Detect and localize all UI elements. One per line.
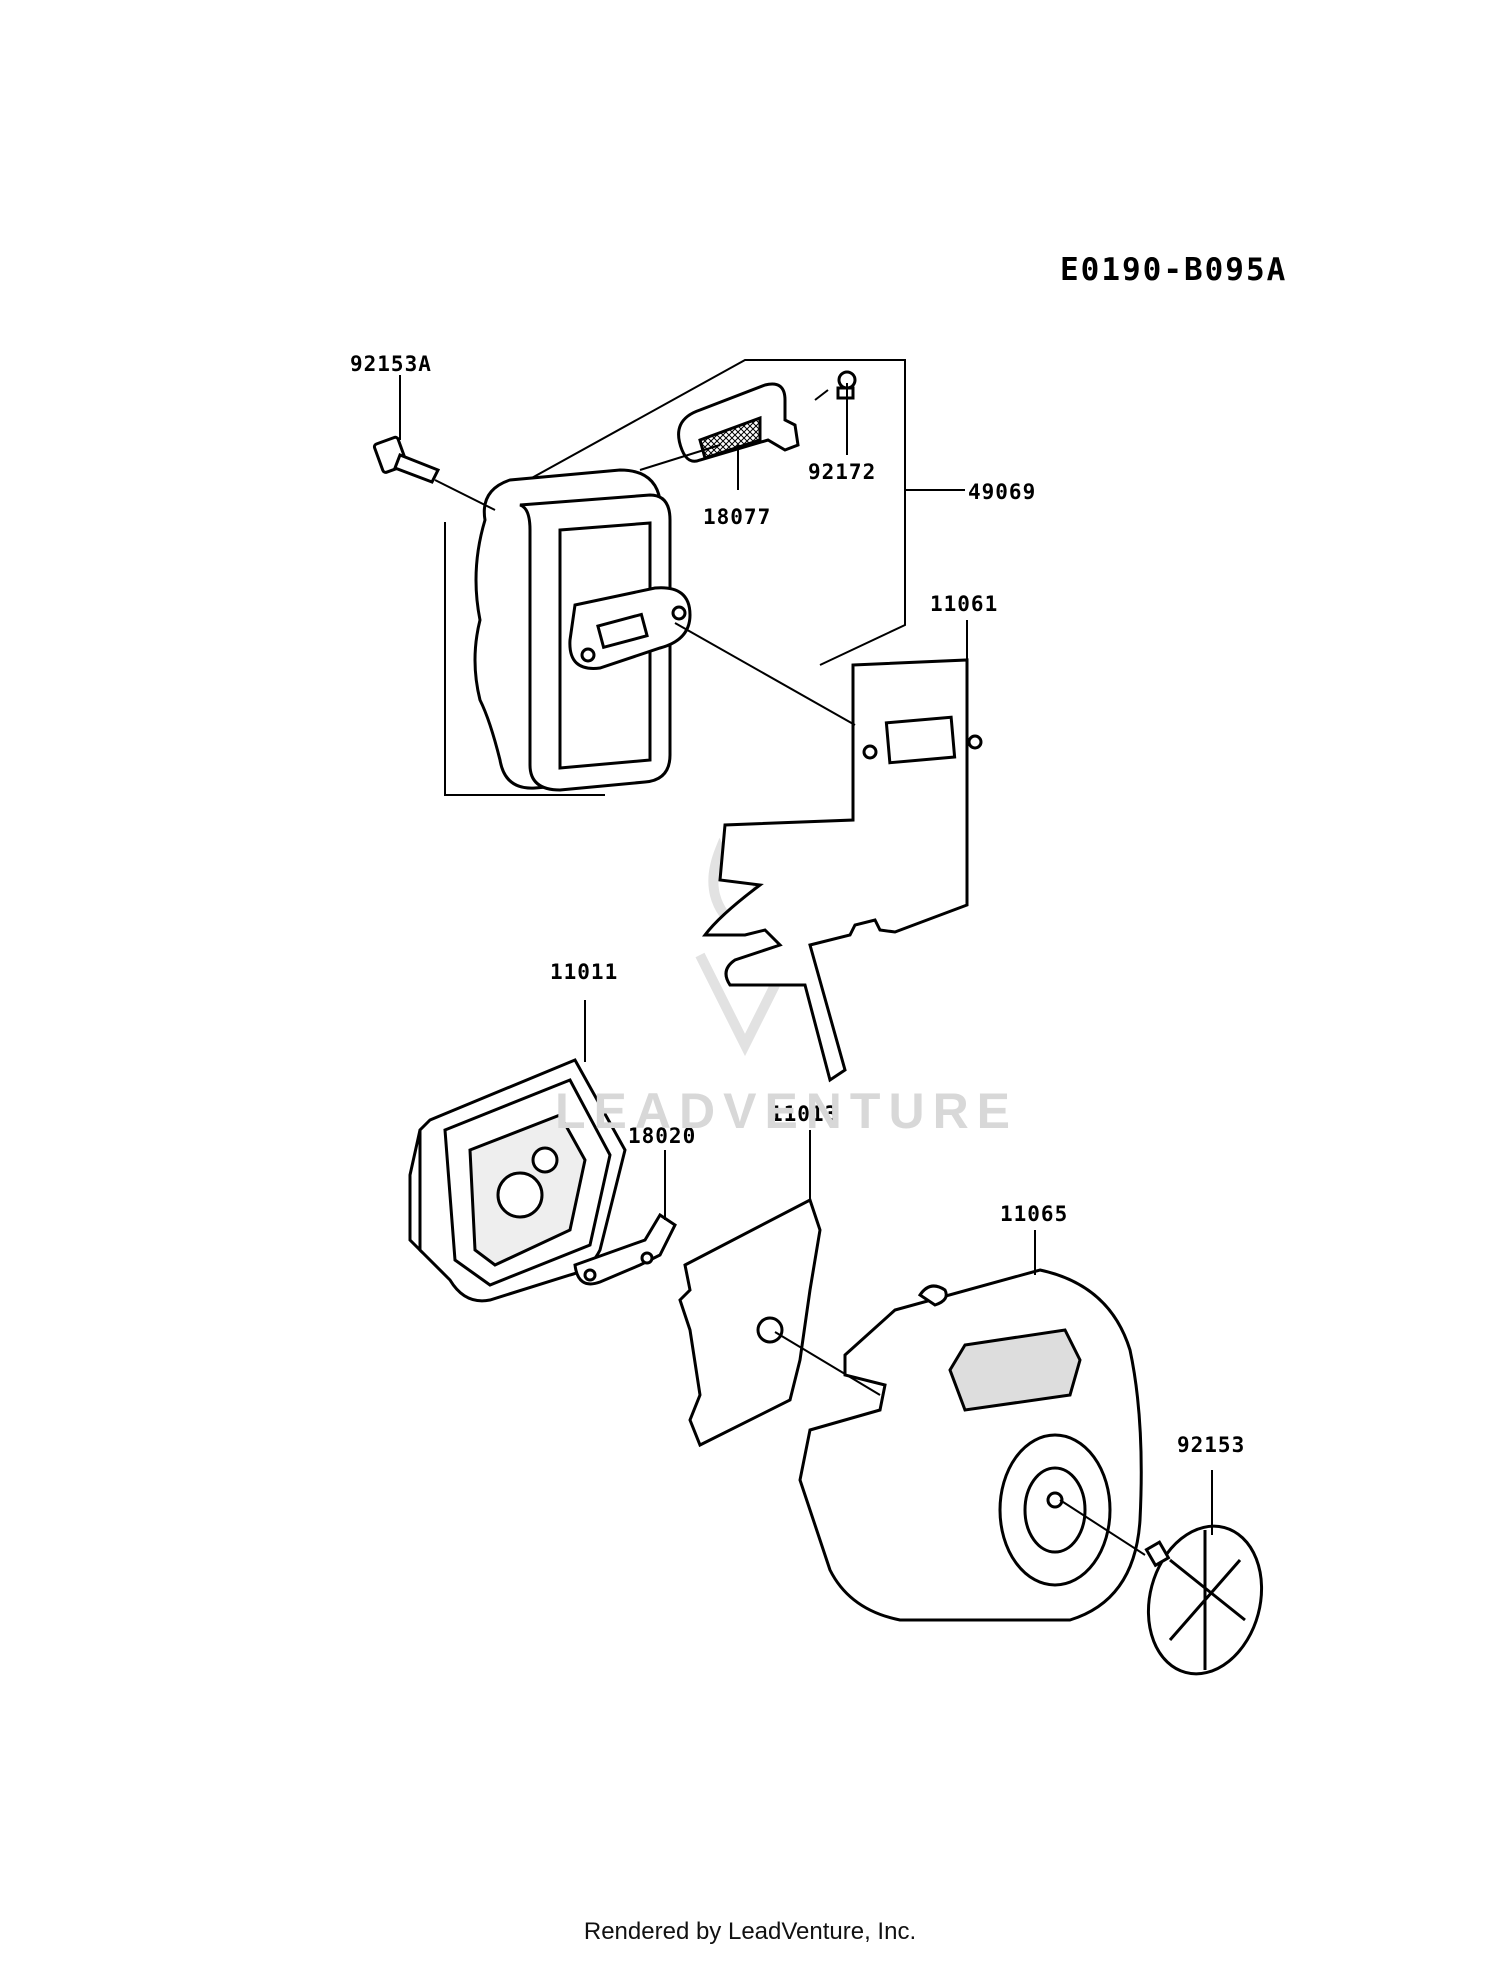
cylinder-cover[interactable] bbox=[701, 658, 983, 1083]
bolt-92153A[interactable] bbox=[372, 435, 441, 484]
part-label-92153A[interactable]: 92153A bbox=[350, 352, 432, 376]
part-label-18077[interactable]: 18077 bbox=[703, 505, 772, 529]
knob-92153[interactable] bbox=[1132, 1513, 1277, 1686]
diagram-code: E0190-B095A bbox=[1060, 252, 1288, 288]
air-cleaner-cover[interactable] bbox=[798, 1268, 1143, 1622]
leader-lines bbox=[399, 375, 1213, 1556]
air-cleaner-base[interactable] bbox=[408, 1058, 627, 1303]
air-filter-element[interactable] bbox=[678, 1197, 822, 1448]
screw-92172[interactable] bbox=[836, 370, 857, 400]
muffler[interactable] bbox=[473, 468, 692, 792]
muffler-assembly-bracket bbox=[444, 359, 965, 796]
part-label-92172[interactable]: 92172 bbox=[808, 460, 877, 484]
part-label-49069[interactable]: 49069 bbox=[968, 480, 1037, 504]
part-label-18020[interactable]: 18020 bbox=[628, 1124, 697, 1148]
part-label-11061[interactable]: 11061 bbox=[930, 592, 999, 616]
bracket-18020[interactable] bbox=[573, 1212, 677, 1286]
watermark-text: LEADVENTURE bbox=[555, 1083, 1019, 1139]
part-label-92153[interactable]: 92153 bbox=[1177, 1433, 1246, 1457]
part-label-11011[interactable]: 11011 bbox=[550, 960, 619, 984]
spark-arrestor-screen[interactable] bbox=[677, 382, 800, 463]
part-label-11065[interactable]: 11065 bbox=[1000, 1202, 1069, 1226]
footer-credit: Rendered by LeadVenture, Inc. bbox=[583, 1918, 917, 1945]
part-label-11013[interactable]: 11013 bbox=[770, 1102, 839, 1126]
